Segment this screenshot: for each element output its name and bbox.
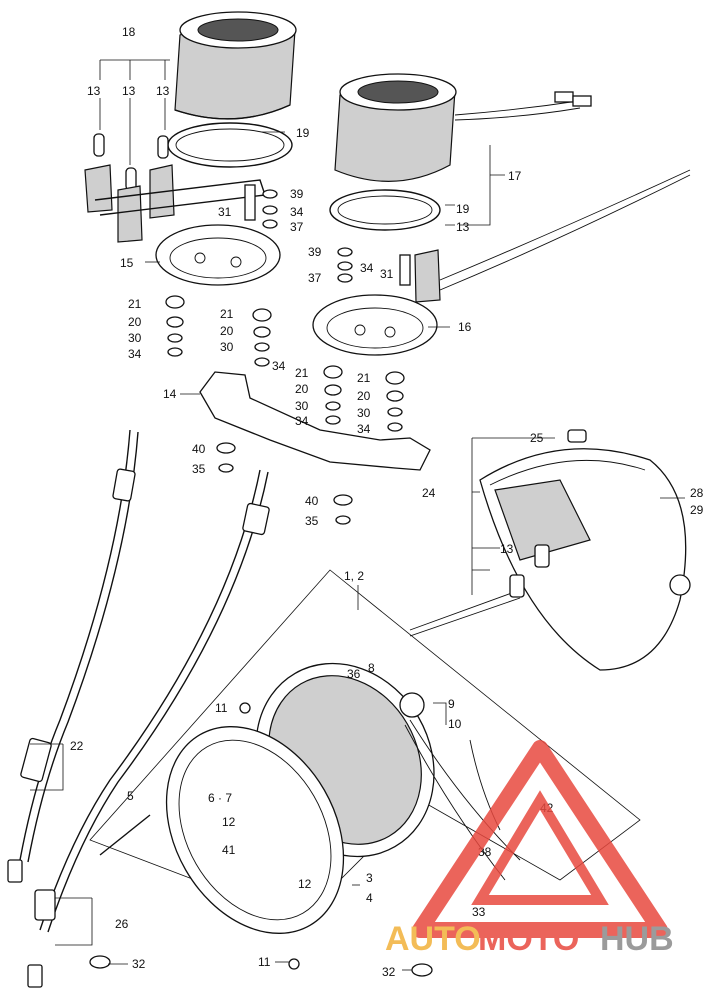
label-11: 11 <box>215 701 228 715</box>
headlight-wires <box>404 724 506 881</box>
label-21: 21 <box>128 297 142 311</box>
label-30: 30 <box>295 399 309 413</box>
label-29: 29 <box>690 503 704 517</box>
label-6-7: 6 · 7 <box>208 791 232 805</box>
meter-case-left-15 <box>155 224 281 286</box>
meter-right <box>334 73 592 182</box>
label-15: 15 <box>120 256 134 270</box>
label-37: 37 <box>290 220 304 234</box>
label-31: 31 <box>218 205 232 219</box>
label-19: 19 <box>296 126 310 140</box>
label-26: 26 <box>115 917 129 931</box>
leader-lines <box>30 59 685 971</box>
label-5: 5 <box>127 789 134 803</box>
meter-wire <box>439 169 691 281</box>
label-10: 10 <box>448 717 462 731</box>
label-34: 34 <box>128 347 142 361</box>
label-41: 41 <box>222 843 236 857</box>
watermark-moto: MOTO <box>478 920 579 958</box>
label-25: 25 <box>530 431 544 445</box>
hardware-stacks <box>165 184 411 525</box>
label-16: 16 <box>458 320 472 334</box>
label-34: 34 <box>272 359 286 373</box>
label-18: 18 <box>122 25 136 39</box>
label-19: 19 <box>456 202 470 216</box>
label-13: 13 <box>500 542 514 556</box>
watermark-hub: HUB <box>600 920 674 958</box>
label-40: 40 <box>305 494 319 508</box>
label-35: 35 <box>305 514 319 528</box>
label-28: 28 <box>690 486 704 500</box>
label-20: 20 <box>295 382 309 396</box>
label-1-2: 1, 2 <box>344 569 364 583</box>
label-13: 13 <box>456 220 470 234</box>
tachometer-cable-26 <box>27 469 270 988</box>
watermark-auto: AUTO <box>385 920 481 958</box>
meter-bracket-14 <box>199 371 431 471</box>
automotohub-watermark: AUTO MOTO HUB <box>385 740 674 958</box>
label-36: 36 <box>347 667 361 681</box>
label-21: 21 <box>220 307 234 321</box>
headlight-wires <box>409 719 521 861</box>
meter-case-right-16 <box>312 294 438 356</box>
headlight-case-24 <box>409 429 691 671</box>
label-13: 13 <box>156 84 170 98</box>
label-14: 14 <box>163 387 177 401</box>
label-12: 12 <box>298 877 312 891</box>
label-4: 4 <box>366 891 373 905</box>
label-33: 33 <box>472 905 486 919</box>
label-34: 34 <box>357 422 371 436</box>
label-12: 12 <box>222 815 236 829</box>
screw-32-right <box>411 963 433 977</box>
label-32: 32 <box>132 957 146 971</box>
label-3: 3 <box>366 871 373 885</box>
label-35: 35 <box>192 462 206 476</box>
label-30: 30 <box>220 340 234 354</box>
watermark-logo-triangle <box>412 740 668 938</box>
label-21: 21 <box>295 366 309 380</box>
label-40: 40 <box>192 442 206 456</box>
label-37: 37 <box>308 271 322 285</box>
label-30: 30 <box>128 331 142 345</box>
meter-left <box>174 11 297 120</box>
screw-5 <box>99 814 151 856</box>
speedometer-cable-22 <box>7 429 139 883</box>
label-39: 39 <box>308 245 322 259</box>
label-39: 39 <box>290 187 304 201</box>
screw-11-bottom <box>288 958 300 970</box>
label-21: 21 <box>357 371 371 385</box>
label-22: 22 <box>70 739 84 753</box>
bulb-socket-right <box>414 249 441 303</box>
label-32: 32 <box>382 965 396 979</box>
label-9: 9 <box>448 697 455 711</box>
label-20: 20 <box>220 324 234 338</box>
label-34: 34 <box>295 414 309 428</box>
label-30: 30 <box>357 406 371 420</box>
screw-32-left <box>89 955 111 969</box>
label-34: 34 <box>360 261 374 275</box>
meter-wire <box>439 174 691 291</box>
screw-11-top <box>239 702 251 714</box>
label-13: 13 <box>87 84 101 98</box>
label-13: 13 <box>122 84 136 98</box>
label-11: 11 <box>258 955 271 969</box>
part-labels: 18 13 13 13 19 17 39 31 34 37 19 13 15 3… <box>70 25 704 979</box>
bulb-sockets-left <box>84 133 266 243</box>
label-17: 17 <box>508 169 522 183</box>
label-31: 31 <box>380 267 394 281</box>
meter-ring-left <box>167 122 293 168</box>
meter-ring-right <box>329 189 441 231</box>
label-34: 34 <box>290 205 304 219</box>
label-20: 20 <box>357 389 371 403</box>
label-24: 24 <box>422 486 436 500</box>
headlight-rim <box>165 726 345 934</box>
label-20: 20 <box>128 315 142 329</box>
label-8: 8 <box>368 661 375 675</box>
